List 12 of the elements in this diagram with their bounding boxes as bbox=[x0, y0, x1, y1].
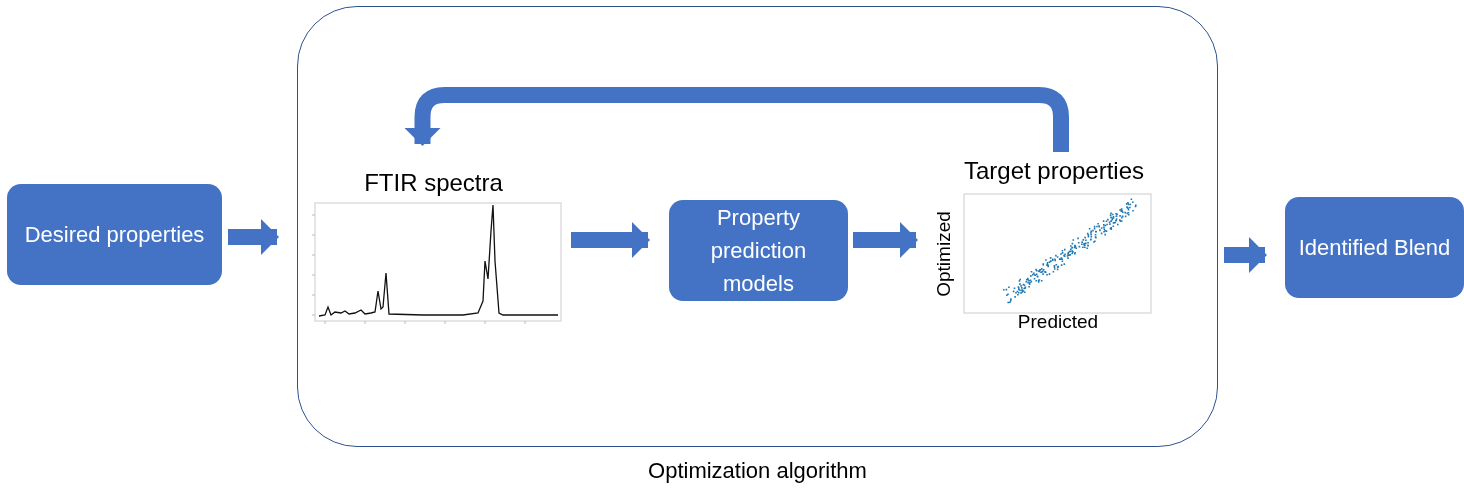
process-box: Identified Blend bbox=[1285, 197, 1464, 298]
axis-label: Predicted bbox=[1017, 311, 1099, 333]
block-arrow bbox=[853, 222, 918, 258]
block-arrow bbox=[1224, 237, 1267, 273]
block-arrow bbox=[228, 219, 279, 255]
plot-heading: Target properties bbox=[963, 157, 1145, 185]
axis-label: Optimized bbox=[932, 211, 955, 297]
group-title: Optimization algorithm bbox=[648, 458, 867, 484]
process-box: Desired properties bbox=[7, 184, 222, 285]
block-arrow bbox=[571, 222, 650, 258]
process-box: Property prediction models bbox=[669, 200, 848, 301]
plot-heading: FTIR spectra bbox=[364, 169, 503, 197]
